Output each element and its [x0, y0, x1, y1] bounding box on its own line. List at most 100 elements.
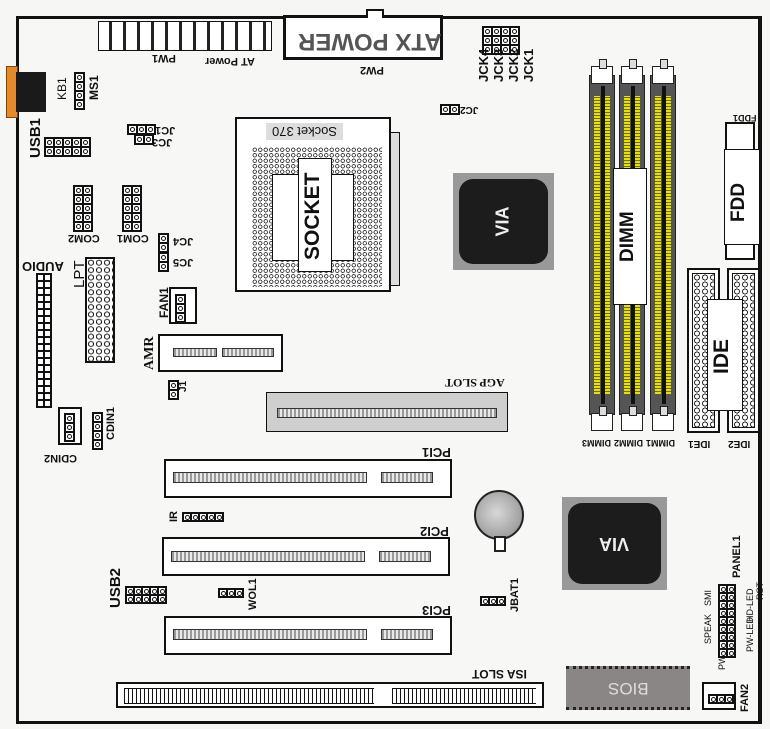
wol1-header: [218, 588, 244, 598]
dimm3-latch-bottom[interactable]: [652, 406, 674, 431]
jbat1-label: JBAT1: [509, 577, 521, 612]
jc5-label: JC5: [173, 256, 194, 268]
panel1-label: PANEL1: [731, 535, 743, 578]
cdin1-header: [92, 412, 103, 450]
at-power-label: AT Power: [205, 55, 255, 67]
com2-header: [73, 185, 93, 232]
pci3-contacts-short: [381, 629, 433, 640]
keyboard-port-body: [16, 72, 46, 112]
jc3-label: JC3: [152, 136, 173, 148]
ms1-header: [74, 72, 85, 110]
fdd-label-box: [724, 149, 760, 245]
isa-contacts-short: [392, 688, 536, 704]
jc3-jumper: [134, 134, 154, 145]
fdd1-label: FDD1: [733, 113, 757, 123]
dimm2-label: DIMM2: [614, 438, 643, 448]
socket-370-title: Socket 370: [266, 123, 344, 140]
atx-power-label: ATX POWER: [298, 28, 442, 55]
isa-contacts-long: [124, 688, 374, 704]
pci3-contacts-long: [173, 629, 367, 640]
ide-label-box: [707, 299, 743, 411]
fan1-pins: [175, 294, 186, 323]
dimm2-latch-top[interactable]: [621, 59, 643, 84]
ide-label: IDE: [710, 338, 733, 374]
dimm-label: DIMM: [617, 211, 638, 262]
ide1-label: IDE1: [688, 438, 711, 449]
dimm1-latch-bottom[interactable]: [591, 406, 613, 431]
panel-speak-label: SPEAK: [703, 613, 713, 644]
amr-contacts-a: [173, 348, 217, 357]
ms1-label: MS1: [87, 75, 101, 100]
battery-clip: [494, 536, 506, 552]
dimm3-label: DIMM3: [582, 438, 611, 448]
agp-slot-label: AGP SLOT: [445, 376, 505, 390]
jc1-label: JC1: [155, 124, 176, 136]
via-southbridge-label: VIA: [599, 534, 630, 554]
usb1-header: [44, 137, 91, 157]
lpt-connector: [85, 257, 115, 363]
j1-label: J1: [178, 380, 189, 392]
pw2-label: PW2: [360, 64, 384, 76]
j1-jumper: [168, 380, 179, 400]
jc4-label: JC4: [173, 235, 194, 247]
amr-label: AMR: [142, 336, 157, 370]
agp-contacts: [277, 408, 497, 418]
socket-label-box: [298, 158, 332, 272]
jck2-label: JCK2: [506, 48, 521, 82]
via-southbridge: VIA: [562, 497, 667, 590]
panel-smi-label: SMI: [703, 589, 713, 606]
com1-header: [122, 185, 142, 232]
jbat1-jumper: [480, 596, 506, 606]
cdin2-pins: [64, 413, 75, 442]
pci1-contacts-short: [381, 472, 433, 483]
panel-pwled-label: PW-LED: [745, 617, 755, 652]
via-northbridge: VIA: [453, 173, 554, 270]
bios-chip: BIOS: [566, 666, 690, 710]
jc2-jumper: [440, 104, 460, 115]
panel1-header: [718, 584, 736, 658]
usb2-header: [125, 586, 167, 604]
pci2-contacts-short: [379, 551, 431, 562]
fan2-pins: [708, 694, 734, 704]
usb1-label: USB1: [27, 117, 44, 158]
pci1-contacts-long: [173, 472, 367, 483]
jc2-label: JC2: [460, 104, 479, 115]
jc5-jumper: [158, 252, 169, 272]
socket-lever[interactable]: [390, 132, 400, 286]
kb1-label: KB1: [55, 77, 69, 100]
via-northbridge-label: VIA: [492, 206, 513, 237]
cmos-battery: [474, 490, 524, 540]
ir-header: [182, 512, 224, 522]
jck4-label: JCK4: [476, 48, 491, 82]
amr-contacts-b: [222, 348, 274, 357]
atx-power-connector: [283, 15, 443, 60]
cdin2-label: CDIN2: [44, 452, 78, 464]
pci1-label: PCI1: [422, 445, 451, 460]
dimm1-label: DIMM1: [646, 438, 675, 448]
dimm2-latch-bottom[interactable]: [621, 406, 643, 431]
jck-jumpers: [482, 26, 520, 55]
audio-header: [36, 273, 52, 408]
pw1-label: PW1: [152, 52, 176, 64]
cdin1-label: CDIN1: [105, 406, 117, 440]
dimm3-latch-top[interactable]: [652, 59, 674, 84]
dimm3-slot[interactable]: [650, 75, 676, 415]
jc4-jumper: [158, 233, 169, 253]
usb2-label: USB2: [107, 567, 124, 608]
jck1-label: JCK1: [521, 48, 536, 82]
isa-slot-label: ISA SLOT: [472, 667, 527, 681]
bios-label: BIOS: [607, 679, 649, 698]
wol1-label: WOL1: [247, 578, 259, 610]
com1-label: COM1: [117, 232, 149, 244]
panel-pw-label: PW: [717, 655, 727, 671]
pci2-contacts-long: [171, 551, 365, 562]
ir-label: IR: [168, 511, 180, 522]
jck3-label: JCK3: [491, 48, 506, 82]
dimm1-slot[interactable]: [589, 75, 615, 415]
audio-label: AUDIO: [22, 259, 64, 274]
dimm1-latch-top[interactable]: [591, 59, 613, 84]
socket-label: SOCKET: [301, 172, 324, 260]
panel-rst-label: RST: [755, 582, 765, 600]
fdd-label: FDD: [728, 182, 749, 222]
at-power-connector: [98, 21, 272, 51]
